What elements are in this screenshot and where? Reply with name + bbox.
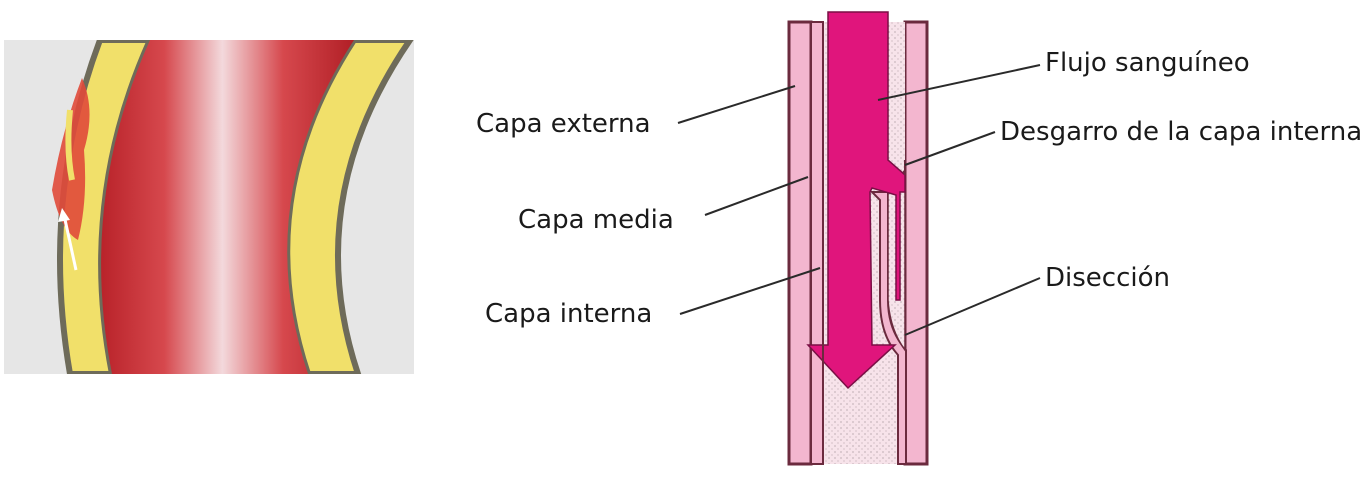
- label-inner-layer: Capa interna: [485, 299, 653, 329]
- vessel-lumen: [101, 40, 355, 374]
- label-outer-layer: Capa externa: [476, 109, 651, 139]
- artery-illustration: [4, 40, 414, 374]
- outer-layer-left: [787, 20, 813, 466]
- middle-layer-left: [810, 21, 824, 465]
- outer-layer-right: [903, 20, 929, 466]
- longitudinal-section: [787, 11, 929, 466]
- dissection-flap: [65, 109, 75, 181]
- flow-arrow-icon: [62, 214, 78, 271]
- right-vessel-wall: [284, 40, 414, 374]
- leader-inner: [679, 267, 821, 315]
- leader-flow: [877, 64, 1041, 101]
- leader-middle: [704, 176, 809, 216]
- flow-arrow-head: [58, 208, 70, 222]
- label-blood-flow: Flujo sanguíneo: [1045, 48, 1250, 78]
- label-dissection: Disección: [1045, 263, 1170, 293]
- blood-flow-arrow: [806, 11, 906, 390]
- label-inner-tear: Desgarro de la capa interna: [1000, 117, 1362, 147]
- leader-outer: [677, 85, 796, 124]
- leader-tear: [904, 131, 996, 166]
- leader-lines: [677, 64, 1041, 336]
- leader-dissection: [904, 277, 1041, 336]
- label-middle-layer: Capa media: [518, 205, 674, 235]
